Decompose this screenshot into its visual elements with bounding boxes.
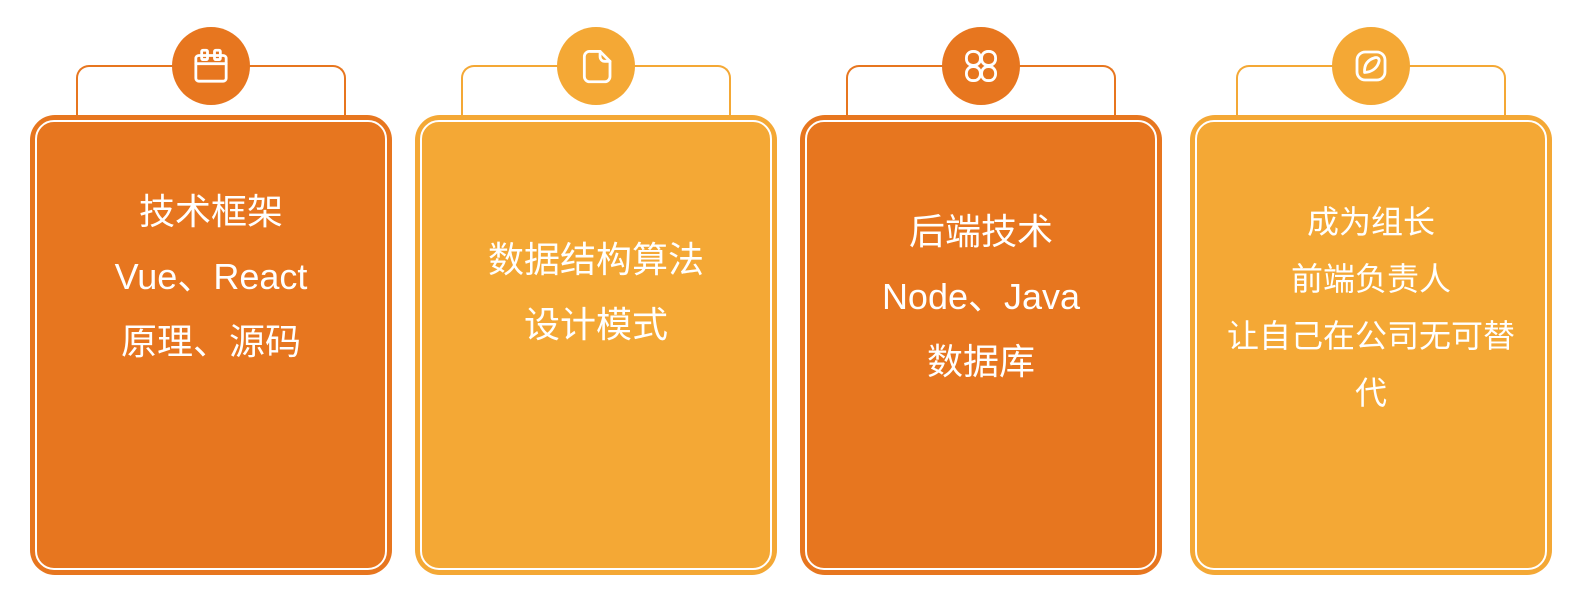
card-line: 后端技术 bbox=[908, 211, 1053, 252]
compose-icon bbox=[1355, 50, 1387, 82]
card-career-goal: 成为组长 前端负责人 让自己在公司无可替代 bbox=[1190, 0, 1552, 606]
file-icon bbox=[582, 50, 612, 84]
card-line: Vue、React bbox=[114, 256, 308, 297]
icon-badge bbox=[942, 27, 1020, 105]
card-text-block: 数据结构算法 设计模式 bbox=[435, 115, 757, 357]
card-line: 让自己在公司无可替代 bbox=[1226, 318, 1515, 411]
calendar-icon bbox=[194, 48, 228, 83]
card-body: 数据结构算法 设计模式 bbox=[415, 115, 777, 575]
card-line: 成为组长 bbox=[1306, 204, 1435, 240]
icon-badge bbox=[172, 27, 250, 105]
card-body: 技术框架 Vue、React 原理、源码 bbox=[30, 115, 392, 575]
card-text-block: 技术框架 Vue、React 原理、源码 bbox=[50, 115, 372, 374]
card-line: Node、Java bbox=[881, 276, 1081, 317]
card-tech-framework: 技术框架 Vue、React 原理、源码 bbox=[30, 0, 392, 606]
card-line: 数据结构算法 bbox=[487, 239, 704, 280]
card-text-block: 成为组长 前端负责人 让自己在公司无可替代 bbox=[1221, 115, 1521, 422]
card-line: 设计模式 bbox=[523, 304, 668, 345]
card-line: 原理、源码 bbox=[120, 321, 301, 362]
card-line: 数据库 bbox=[926, 341, 1035, 382]
icon-badge bbox=[557, 27, 635, 105]
card-text-block: 后端技术 Node、Java 数据库 bbox=[820, 115, 1142, 394]
command-icon bbox=[965, 50, 997, 82]
card-line: 技术框架 bbox=[138, 191, 283, 232]
card-body: 后端技术 Node、Java 数据库 bbox=[800, 115, 1162, 575]
card-backend-tech: 后端技术 Node、Java 数据库 bbox=[800, 0, 1162, 606]
card-line: 前端负责人 bbox=[1290, 261, 1451, 297]
card-data-structure-algorithm: 数据结构算法 设计模式 bbox=[415, 0, 777, 606]
card-body: 成为组长 前端负责人 让自己在公司无可替代 bbox=[1190, 115, 1552, 575]
icon-badge bbox=[1332, 27, 1410, 105]
